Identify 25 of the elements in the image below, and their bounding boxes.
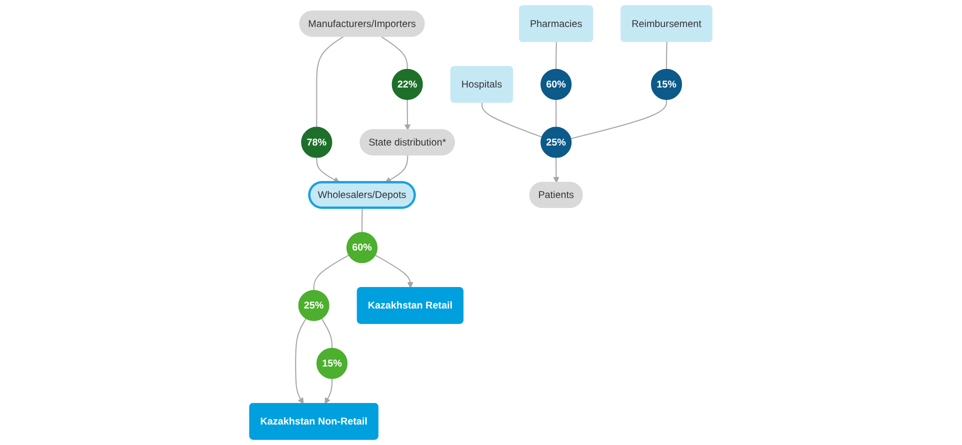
connector (666, 42, 668, 70)
arrow (404, 100, 411, 130)
arrow (295, 318, 307, 404)
arrow (316, 158, 340, 183)
connector (556, 100, 557, 128)
connector (381, 36, 408, 70)
connector (313, 254, 350, 290)
arrow (375, 254, 414, 288)
arrow (553, 158, 560, 183)
node-circle: 15% (316, 348, 348, 379)
connector (321, 318, 333, 348)
arrow (385, 155, 408, 183)
connector (316, 36, 344, 128)
node-circle: 25% (540, 126, 572, 158)
connector (482, 102, 542, 138)
connector (362, 208, 364, 232)
connector (570, 100, 668, 140)
connector (556, 42, 558, 70)
node-circle: 15% (651, 68, 682, 100)
node-circle: 78% (301, 126, 332, 158)
node-circle: 60% (540, 68, 572, 100)
node-circle: 25% (298, 290, 330, 322)
node-circle: 22% (392, 68, 424, 100)
arrow (324, 378, 333, 404)
node-circle: 60% (346, 232, 378, 264)
